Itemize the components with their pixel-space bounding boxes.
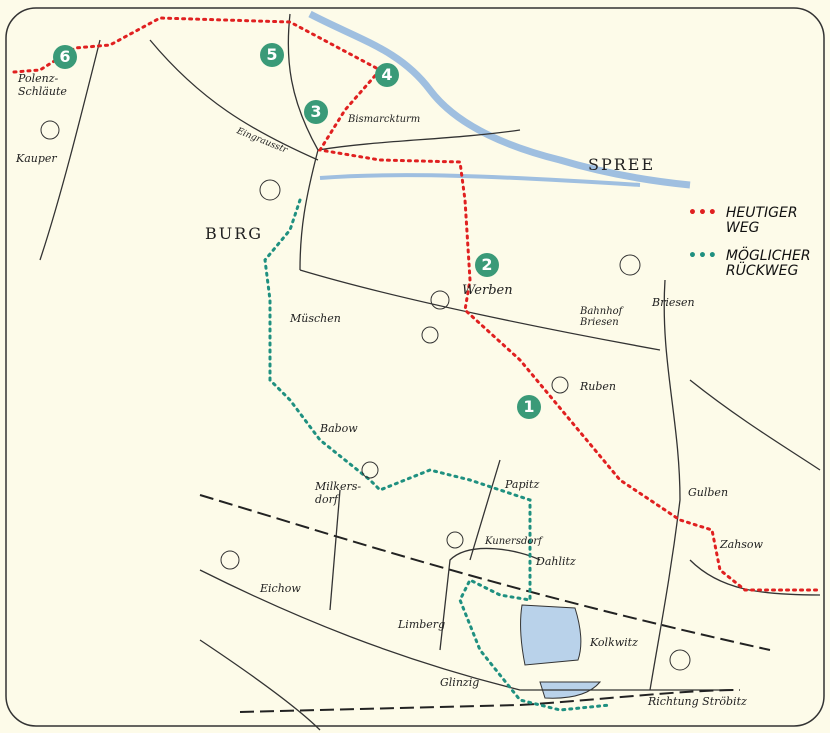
place-label: Babow — [320, 422, 358, 435]
place-label: Bismarckturm — [348, 114, 421, 125]
tree-icon — [421, 326, 439, 344]
tree-icon — [361, 461, 379, 479]
road — [649, 279, 681, 691]
place-label: Briesen — [652, 296, 695, 309]
red-dots-icon: ••• — [688, 205, 718, 221]
tree-icon — [551, 376, 569, 394]
place-label: Kunersdorf — [485, 536, 542, 547]
place-label: Limberg — [398, 618, 446, 631]
place-label: Werben — [462, 283, 513, 298]
place-label: Papitz — [505, 478, 540, 491]
place-label: SPREE — [588, 155, 656, 174]
road — [39, 39, 101, 261]
place-label: Gulben — [688, 486, 729, 499]
place-label: Eichow — [260, 582, 301, 595]
legend-possible-return: ••• MÖGLICHER RÜCKWEG — [688, 249, 818, 279]
place-label: Zahsow — [720, 538, 763, 551]
tree-icon — [446, 531, 464, 549]
green-dots-icon: ••• — [688, 248, 718, 264]
route-marker-2[interactable]: 2 — [475, 253, 499, 277]
place-label: Müschen — [290, 312, 341, 325]
tree-icon — [220, 550, 240, 570]
road — [287, 13, 319, 271]
legend-label: MÖGLICHER RÜCKWEG — [725, 248, 811, 279]
canal — [319, 173, 641, 187]
route-marker-5[interactable]: 5 — [260, 43, 284, 67]
current-route — [12, 16, 822, 592]
route-marker-6[interactable]: 6 — [53, 45, 77, 69]
lake-kolkwitz — [520, 604, 582, 666]
place-label: Ruben — [580, 380, 617, 393]
place-label: Richtung Ströbitz — [648, 695, 747, 708]
tree-icon — [619, 254, 641, 276]
tree-icon — [430, 290, 450, 310]
place-label: Bahnhof Briesen — [580, 306, 623, 328]
possible-return-route — [263, 198, 612, 712]
place-label: Dahlitz — [536, 555, 576, 568]
place-label: BURG — [205, 224, 264, 243]
route-marker-4[interactable]: 4 — [375, 63, 399, 87]
road — [689, 379, 821, 471]
tree-icon — [669, 649, 691, 671]
road — [199, 639, 321, 731]
tree-icon — [40, 120, 60, 140]
place-label: Kolkwitz — [590, 636, 638, 649]
place-label: Polenz-Schläute — [18, 72, 67, 98]
legend-label: HEUTIGER WEG — [725, 205, 798, 236]
road — [299, 269, 661, 351]
route-marker-3[interactable]: 3 — [304, 100, 328, 124]
place-label: Milkers-dorf — [315, 480, 362, 506]
route-marker-1[interactable]: 1 — [517, 395, 541, 419]
road — [469, 459, 501, 561]
place-label: Glinzig — [440, 676, 480, 689]
railway — [239, 689, 741, 713]
road — [317, 129, 521, 151]
road — [199, 569, 730, 691]
road — [329, 489, 341, 611]
tree-icon — [259, 179, 281, 201]
legend-current-route: ••• HEUTIGER WEG — [688, 206, 808, 236]
railway — [199, 494, 771, 651]
place-label: Kauper — [16, 152, 57, 165]
road — [149, 39, 319, 161]
map-frame — [5, 7, 825, 727]
